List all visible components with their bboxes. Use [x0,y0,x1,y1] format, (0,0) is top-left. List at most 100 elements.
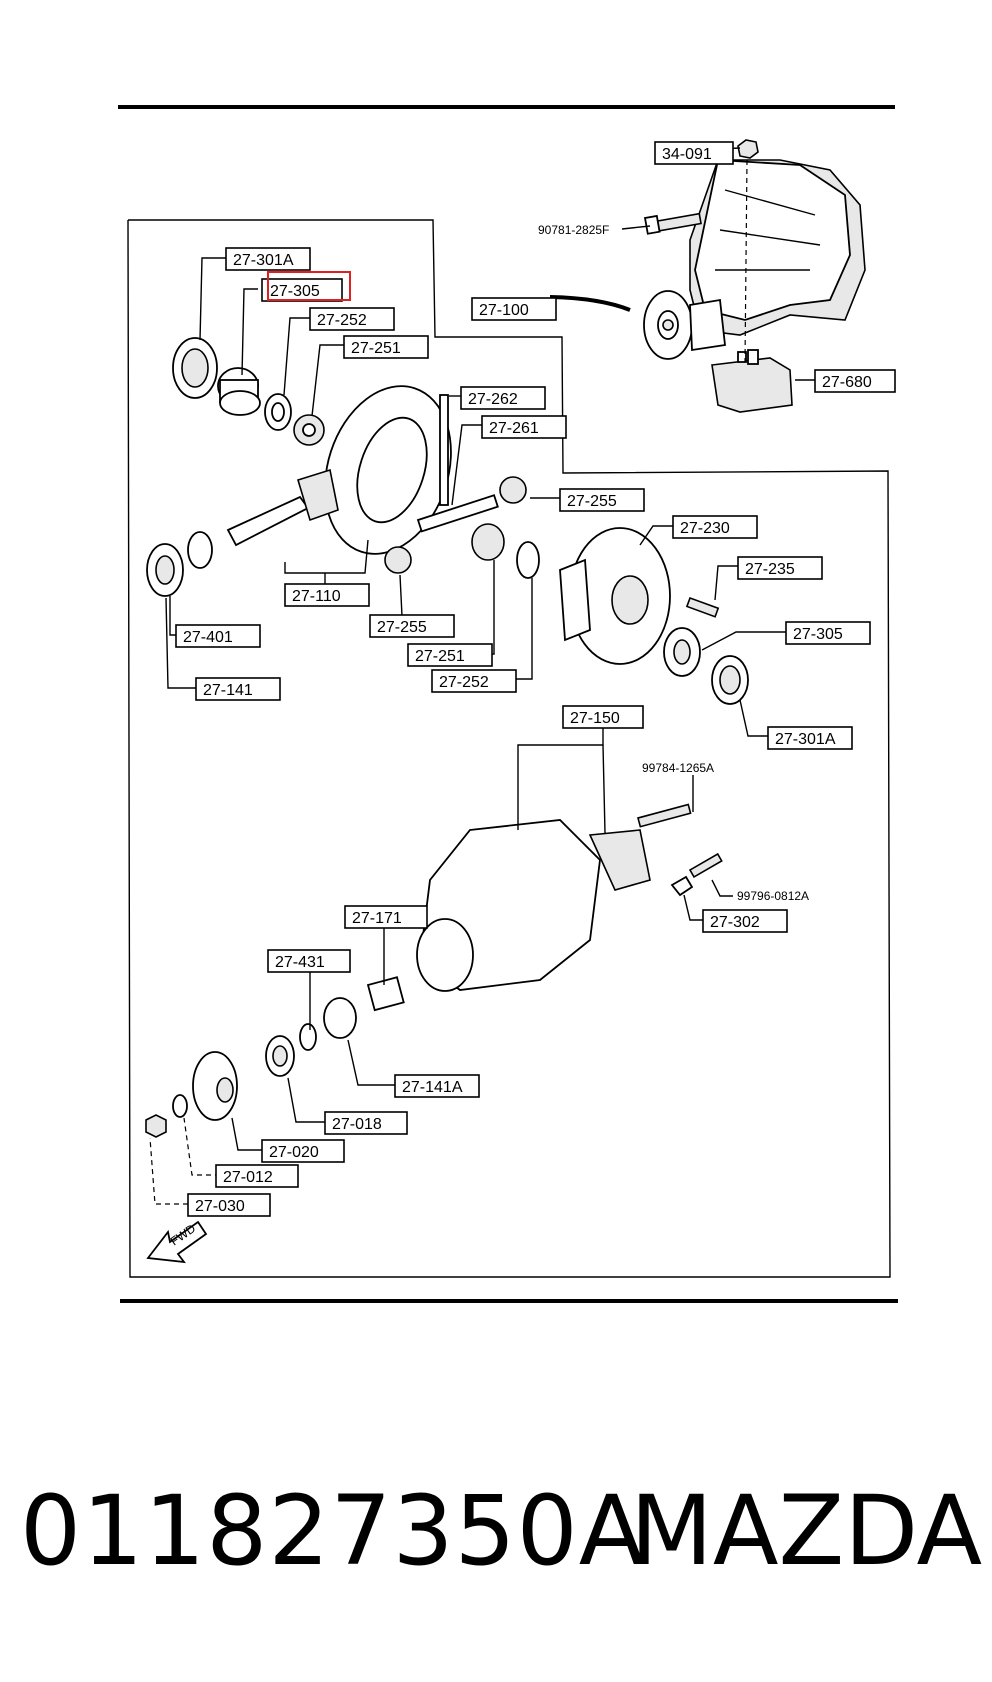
ring-gear-27-110 [324,385,452,555]
nut-27-030 [145,1114,167,1138]
shaft-27-261 [416,494,499,533]
carrier-assembly-drawing [643,159,866,360]
label-27-305-top-highlighted: 27-305 [261,271,351,302]
svg-text:27-251: 27-251 [351,340,401,357]
flange-27-020 [192,1051,238,1121]
washer-27-252-mid [516,541,540,579]
svg-text:27-018: 27-018 [332,1116,382,1133]
shim-27-431 [299,1023,317,1051]
svg-text:27-252: 27-252 [439,674,489,691]
svg-text:27-305: 27-305 [270,283,320,300]
bolt-99796-0812A [688,852,723,879]
leader-lines [149,147,815,1205]
washer-left-27-401 [187,531,213,569]
pinion-gear-27-255-mid [384,546,412,574]
label-27-171: 27-171 [344,905,428,929]
spacer-27-171 [366,976,405,1012]
bearing-27-305-right [663,627,701,677]
svg-text:27-261: 27-261 [489,420,539,437]
svg-text:27-100: 27-100 [479,302,529,319]
label-27-018: 27-018 [324,1111,408,1135]
pin-27-262 [439,394,449,506]
washer-27-012 [172,1094,188,1118]
arrow-to-carrier [549,295,631,312]
label-27-230: 27-230 [672,515,758,539]
pinion-gear-27-255-top [499,476,527,504]
nut-34-091 [737,139,759,159]
label-27-020: 27-020 [261,1139,345,1163]
label-27-252-top: 27-252 [309,307,395,331]
bracket-27-302 [670,875,694,897]
svg-text:27-171: 27-171 [352,910,402,927]
svg-text:27-305: 27-305 [793,626,843,643]
svg-text:27-251: 27-251 [415,648,465,665]
label-27-262: 27-262 [460,386,546,410]
label-27-030: 27-030 [187,1193,271,1217]
label-34-091: 34-091 [654,141,734,165]
label-27-261: 27-261 [481,415,567,439]
side-gear-27-251-top [293,414,325,446]
label-27-252-bottom: 27-252 [431,669,517,693]
label-90781-2825F: 90781-2825F [538,223,609,237]
housing-27-150 [416,819,651,992]
svg-text:27-255: 27-255 [377,619,427,636]
assembly-frame [127,219,891,1278]
svg-text:27-262: 27-262 [468,391,518,408]
label-27-110: 27-110 [284,583,370,607]
bolt-27-235 [685,596,720,618]
label-27-235: 27-235 [737,556,823,580]
label-27-301A-right: 27-301A [767,726,853,750]
label-27-255-right: 27-255 [559,488,645,512]
highlight-box [267,271,351,301]
bolt-99784-1265A [637,803,692,828]
side-gear-27-251-mid [471,523,505,561]
washer-27-252-top [264,393,292,431]
label-27-401: 27-401 [175,624,261,648]
label-27-305-right: 27-305 [785,621,871,645]
label-27-255-left: 27-255 [369,614,455,638]
label-27-431: 27-431 [267,949,351,973]
bearing-27-401 [146,543,184,597]
svg-text:27-141: 27-141 [203,682,253,699]
brand-name: MAZDA [630,1475,983,1587]
svg-text:27-150: 27-150 [570,710,620,727]
fwd-arrow-icon: FWD [146,1220,208,1264]
svg-text:34-091: 34-091 [662,146,712,163]
label-27-302: 27-302 [702,909,788,933]
oil-seal-27-301A-left [172,337,218,399]
svg-text:27-401: 27-401 [183,629,233,646]
svg-text:27-301A: 27-301A [775,731,836,748]
pinion-shaft-27-110 [226,468,339,547]
label-27-150: 27-150 [562,705,644,729]
label-27-251-top: 27-251 [343,335,429,359]
svg-text:27-301A: 27-301A [233,252,294,269]
oil-seal-27-018 [265,1035,295,1077]
bearing-27-305-left [217,367,261,416]
label-27-301A-top: 27-301A [225,247,311,271]
svg-text:27-252: 27-252 [317,312,367,329]
label-99784-1265A: 99784-1265A [642,761,714,775]
svg-text:27-302: 27-302 [710,914,760,931]
label-27-680: 27-680 [814,369,896,393]
svg-text:27-020: 27-020 [269,1144,319,1161]
svg-text:27-012: 27-012 [223,1169,273,1186]
svg-text:27-030: 27-030 [195,1198,245,1215]
label-27-100: 27-100 [471,297,557,321]
bracket-27-680 [711,349,793,413]
svg-text:27-235: 27-235 [745,561,795,578]
svg-text:27-255: 27-255 [567,493,617,510]
label-27-012: 27-012 [215,1164,299,1188]
part-number: 011827350A [20,1475,646,1587]
label-99796-0812A: 99796-0812A [737,889,809,903]
svg-text:27-141A: 27-141A [402,1079,463,1096]
svg-text:27-230: 27-230 [680,520,730,537]
bolt-90781-2825F [643,212,702,235]
label-27-251-bottom: 27-251 [407,643,493,667]
diff-case-27-230 [559,527,671,665]
svg-text:27-680: 27-680 [822,374,872,391]
svg-text:27-431: 27-431 [275,954,325,971]
footer: 011827350A MAZDA [0,1475,992,1595]
bearing-27-141A [323,997,357,1039]
label-27-141A: 27-141A [394,1074,480,1098]
